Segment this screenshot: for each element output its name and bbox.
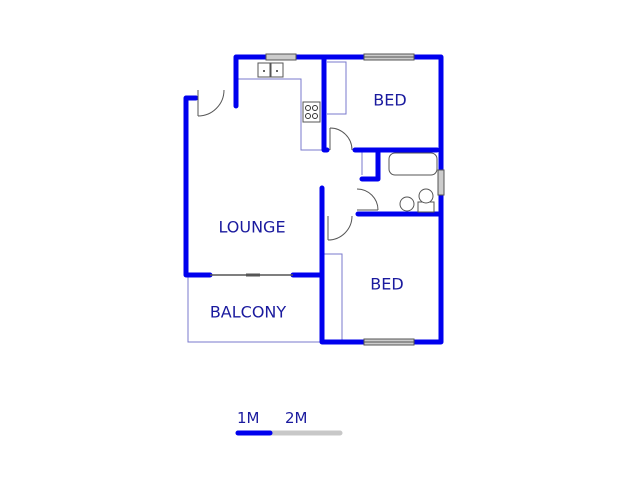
room-label-bed-1: BED [373,90,407,110]
windows [210,53,445,346]
thin-lines [187,61,363,343]
kitchen-fixtures [257,62,321,123]
room-label-bed-2: BED [370,274,404,294]
doors [197,89,379,241]
room-label-lounge: LOUNGE [218,217,286,237]
walls [183,54,444,345]
room-label-balcony: BALCONY [209,302,287,322]
scale-label-1m: 1M [237,409,260,427]
scale-label-2m: 2M [285,409,308,427]
bathroom-fixtures [388,152,438,213]
